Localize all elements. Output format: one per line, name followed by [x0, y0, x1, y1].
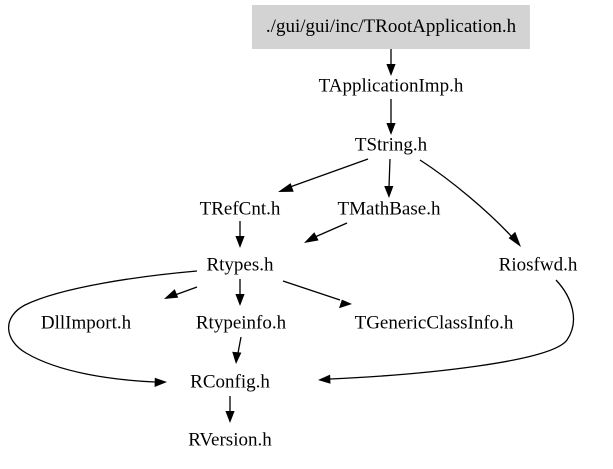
- edge-tstring-to-tmathbase: [384, 158, 394, 198]
- graph-node-tstring[interactable]: TString.h: [354, 134, 428, 156]
- edge-rtypes-to-rtypeinfo: [235, 279, 245, 306]
- edge-tstring-to-trefcnt: [278, 158, 369, 192]
- graph-node-dllimport[interactable]: DllImport.h: [40, 312, 132, 334]
- graph-node-rtypes[interactable]: Rtypes.h: [206, 254, 274, 276]
- edge-trefcnt-to-rtypes: [235, 221, 245, 248]
- graph-node-trefcnt[interactable]: TRefCnt.h: [199, 198, 281, 220]
- edge-rtypeinfo-to-rconfig: [232, 336, 242, 364]
- edge-root-to-tapplicationimp: [386, 49, 396, 76]
- edge-rtypes-to-dllimport: [164, 286, 198, 299]
- graph-node-root[interactable]: ./gui/gui/inc/TRootApplication.h: [251, 5, 531, 49]
- edge-tmathbase-to-rtypes: [304, 222, 348, 243]
- graph-node-tapplicationimp[interactable]: TApplicationImp.h: [318, 75, 464, 97]
- edge-rconfig-to-rversion: [225, 396, 235, 423]
- graph-node-tgenericclassinfo[interactable]: TGenericClassInfo.h: [354, 312, 514, 334]
- edge-rtypes-to-tgenericclassinfo: [282, 280, 352, 309]
- edge-tapplicationimp-to-tstring: [386, 99, 396, 135]
- graph-node-tmathbase[interactable]: TMathBase.h: [337, 198, 441, 220]
- graph-node-rtypeinfo[interactable]: Rtypeinfo.h: [195, 312, 287, 334]
- graph-node-rversion[interactable]: RVersion.h: [188, 429, 272, 451]
- graph-node-rconfig[interactable]: RConfig.h: [190, 371, 270, 393]
- graph-node-riosfwd[interactable]: Riosfwd.h: [498, 254, 578, 276]
